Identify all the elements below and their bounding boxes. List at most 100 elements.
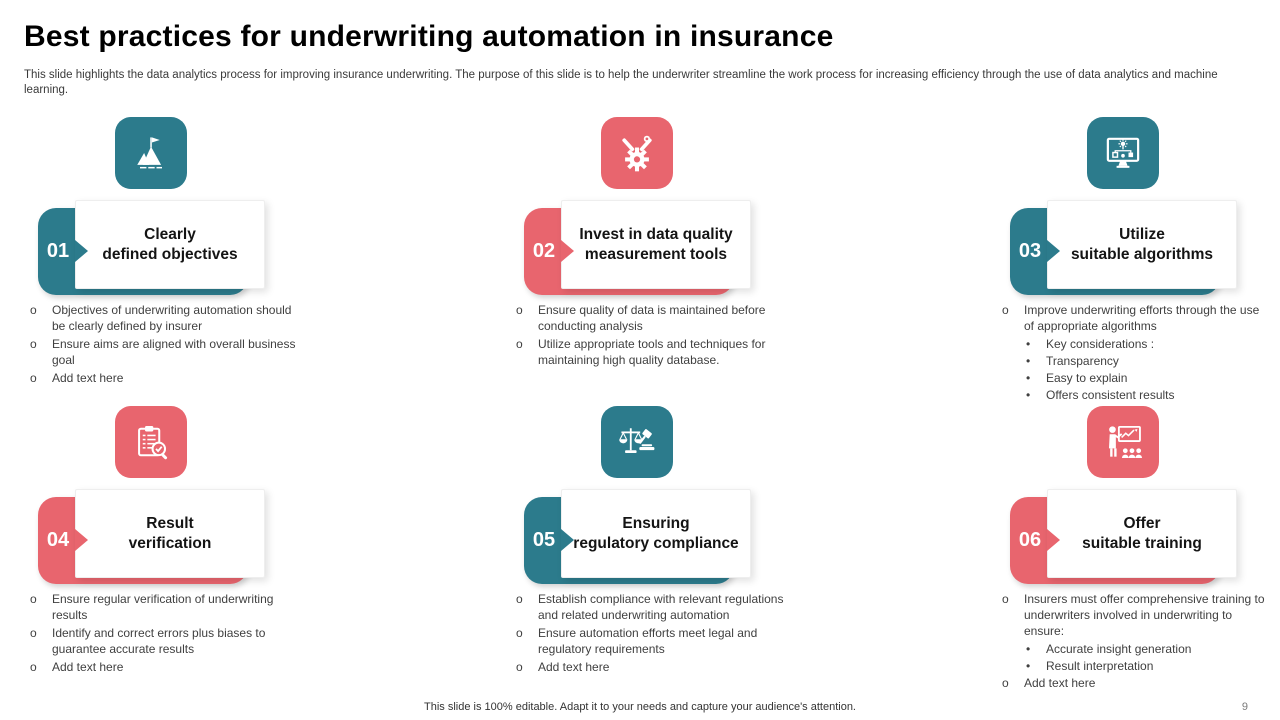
slide-description: This slide highlights the data analytics… bbox=[24, 69, 1218, 96]
monitor-algorithm-icon bbox=[1087, 117, 1159, 189]
card-title-panel: Utilize suitable algorithms bbox=[1047, 200, 1237, 289]
chevron-right-shape bbox=[1047, 529, 1060, 551]
card-number: 06 bbox=[1018, 529, 1042, 551]
dot-bullet-marker: • bbox=[1026, 658, 1031, 673]
circle-bullet-marker: o bbox=[1002, 592, 1009, 606]
mountain-flag-icon bbox=[115, 117, 187, 189]
bullet-text: Objectives of underwriting automation sh… bbox=[52, 303, 292, 333]
bullet-text: Transparency bbox=[1046, 353, 1119, 368]
card-title-line2: verification bbox=[128, 534, 212, 552]
bullet-list: o Improve underwriting efforts through th… bbox=[998, 303, 1270, 405]
circle-bullet-marker: o bbox=[1002, 303, 1009, 317]
card-title: Clearly defined objectives bbox=[102, 225, 237, 264]
page-title: Best practices for underwriting automati… bbox=[24, 20, 834, 53]
trainer-presentation-icon bbox=[1087, 406, 1159, 478]
numbered-card: 03 Utilize suitable algorithms bbox=[996, 200, 1276, 300]
bullet-text: Result interpretation bbox=[1046, 658, 1154, 673]
card-title-line2: defined objectives bbox=[102, 245, 238, 263]
circle-bullet-marker: o bbox=[30, 303, 37, 317]
circle-bullet-marker: o bbox=[30, 370, 37, 385]
practice-cell-02: 02 Invest in data quality measurement to… bbox=[510, 117, 790, 407]
card-number: 04 bbox=[46, 529, 70, 551]
practice-cell-03: 03 Utilize suitable algorithms o Improve … bbox=[996, 117, 1276, 407]
card-title: Result verification bbox=[129, 514, 212, 553]
bullet-item: o Insurers must offer comprehensive train… bbox=[998, 592, 1270, 640]
card-number: 05 bbox=[532, 529, 556, 551]
bullet-text: Easy to explain bbox=[1046, 370, 1128, 385]
card-title: Offer suitable training bbox=[1082, 514, 1202, 553]
bullet-list: o Ensure quality of data is maintained be… bbox=[512, 303, 784, 371]
circle-bullet-marker: o bbox=[30, 592, 37, 606]
bullet-item: o Ensure regular verification of underwri… bbox=[26, 592, 298, 624]
chevron-right-shape bbox=[561, 529, 574, 551]
card-title-line1: Ensuring bbox=[622, 515, 690, 533]
bullet-list: o Objectives of underwriting automation s… bbox=[26, 303, 298, 389]
card-title-line1: Utilize bbox=[1119, 226, 1165, 244]
card-title-line1: Result bbox=[146, 515, 194, 533]
bullet-text: Add text here bbox=[538, 659, 610, 674]
bullet-text: Improve underwriting efforts through the… bbox=[1024, 303, 1260, 333]
card-title-line2: suitable training bbox=[1082, 534, 1202, 552]
bullet-text: Add text here bbox=[1024, 675, 1096, 690]
chevron-right-shape bbox=[75, 240, 88, 262]
circle-bullet-marker: o bbox=[516, 303, 523, 317]
bullet-item: o Ensure quality of data is maintained be… bbox=[512, 303, 784, 335]
gear-tools-icon bbox=[601, 117, 673, 189]
bullet-text: Accurate insight generation bbox=[1046, 641, 1192, 656]
sub-bullet-item: • Accurate insight generation bbox=[998, 642, 1270, 658]
bullet-text: Ensure regular verification of underwrit… bbox=[52, 592, 274, 622]
bullet-text: Add text here bbox=[52, 659, 124, 674]
sub-bullet-item: • Result interpretation bbox=[998, 659, 1270, 675]
chevron-right-shape bbox=[1047, 240, 1060, 262]
circle-bullet-marker: o bbox=[30, 336, 37, 351]
dot-bullet-marker: • bbox=[1026, 370, 1031, 385]
card-number: 01 bbox=[46, 240, 70, 262]
bullet-text: Ensure quality of data is maintained bef… bbox=[538, 303, 766, 333]
card-title-panel: Result verification bbox=[75, 489, 265, 578]
dot-bullet-marker: • bbox=[1026, 641, 1031, 656]
bullet-text: Offers consistent results bbox=[1046, 387, 1175, 402]
sub-bullet-item: •Offers consistent results bbox=[998, 388, 1270, 404]
circle-bullet-marker: o bbox=[516, 659, 523, 674]
circle-bullet-marker: o bbox=[516, 625, 523, 640]
numbered-card: 06 Offer suitable training bbox=[996, 489, 1276, 589]
bullet-item: o Ensure aims are aligned with overall bu… bbox=[26, 337, 298, 369]
numbered-card: 02 Invest in data quality measurement to… bbox=[510, 200, 790, 300]
chevron-right-shape bbox=[75, 529, 88, 551]
bullet-text: Add text here bbox=[52, 370, 124, 385]
bullet-item: o Ensure automation efforts meet legal an… bbox=[512, 626, 784, 658]
editable-note: This slide is 100% editable. Adapt it to… bbox=[424, 701, 856, 713]
card-title-panel: Offer suitable training bbox=[1047, 489, 1237, 578]
bullet-text: Ensure automation efforts meet legal and… bbox=[538, 625, 758, 656]
card-title: Utilize suitable algorithms bbox=[1071, 225, 1213, 264]
practice-cell-06: 06 Offer suitable training o Insurers mus… bbox=[996, 406, 1276, 696]
sub-bullet-item: • Easy to explain bbox=[998, 371, 1270, 387]
bullet-list: o Ensure regular verification of underwri… bbox=[26, 592, 298, 678]
bullet-item: o Add text here bbox=[512, 660, 784, 676]
bullet-item: o Add text here bbox=[26, 371, 298, 387]
page-number: 9 bbox=[1241, 701, 1248, 713]
bullet-item: o Improve underwriting efforts through th… bbox=[998, 303, 1270, 335]
numbered-card: 01 Clearly defined objectives bbox=[24, 200, 304, 300]
card-title-line2: regulatory compliance bbox=[573, 534, 739, 552]
bullet-text: Utilize appropriate tools and techniques… bbox=[538, 336, 766, 367]
bullet-item: o Objectives of underwriting automation s… bbox=[26, 303, 298, 335]
sub-bullet-item: •Transparency bbox=[998, 354, 1270, 370]
bullet-list: o Insurers must offer comprehensive train… bbox=[998, 592, 1270, 694]
sub-bullet-item: •Key considerations : bbox=[998, 337, 1270, 353]
scales-gavel-icon bbox=[601, 406, 673, 478]
bullet-text: Insurers must offer comprehensive traini… bbox=[1024, 592, 1265, 638]
card-title: Ensuring regulatory compliance bbox=[573, 514, 738, 553]
card-number: 02 bbox=[532, 240, 556, 262]
card-title: Invest in data quality measurement tools bbox=[579, 225, 732, 264]
numbered-card: 05 Ensuring regulatory compliance bbox=[510, 489, 790, 589]
card-title-line2: suitable algorithms bbox=[1070, 245, 1214, 263]
card-title-line1: Clearly bbox=[144, 226, 196, 244]
bullet-text: Ensure aims are aligned with overall bus… bbox=[52, 336, 296, 367]
